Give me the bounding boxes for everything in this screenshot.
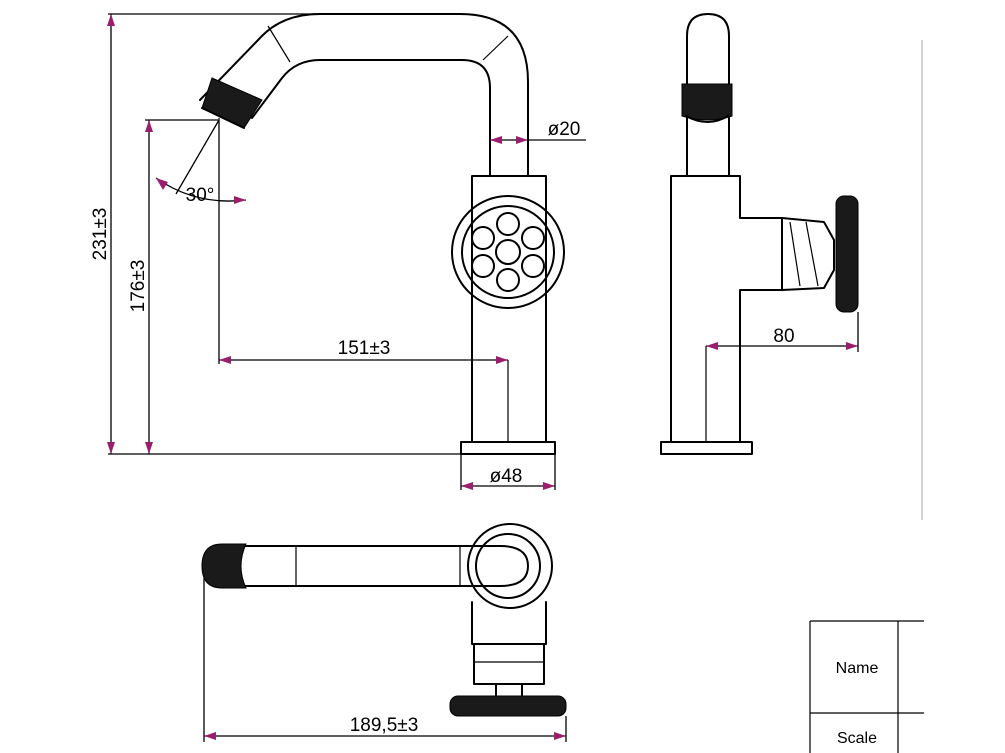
handle-knob-inner	[461, 205, 555, 299]
front-view-dimensions: 231±3 176±3 151±3 30° ø20 ø48	[90, 13, 586, 490]
handle-hole	[471, 254, 495, 278]
dim-top-length-label: 189,5±3	[350, 715, 419, 736]
title-block-scale-label: Scale	[837, 730, 877, 747]
side-handle-stem	[781, 217, 835, 291]
spout-inner-edge	[251, 59, 491, 177]
side-aerator	[681, 83, 733, 121]
spout-outer-edge	[199, 13, 529, 177]
top-stem-collar	[473, 643, 545, 685]
side-view	[660, 13, 859, 455]
top-aerator	[201, 543, 247, 589]
dim-spout-reach-label: 151±3	[338, 338, 391, 359]
side-aerator-opening	[685, 115, 729, 123]
top-body-inner	[475, 533, 541, 599]
side-spout	[686, 13, 730, 177]
dim-spout-diameter-label: ø20	[548, 119, 581, 140]
aerator-tip	[201, 107, 245, 129]
faucet-base	[460, 441, 556, 455]
top-view-dimensions: 189,5±3	[203, 578, 567, 742]
side-base	[660, 441, 753, 455]
dim-handle-offset-label: 80	[773, 326, 794, 347]
side-handle-disc	[835, 195, 859, 313]
title-block: Name Scale	[809, 40, 924, 753]
dim-total-height-label: 231±3	[90, 208, 111, 261]
front-view	[199, 13, 565, 455]
spout-seam-right	[482, 35, 509, 61]
title-block-name-label: Name	[836, 660, 879, 677]
handle-hole	[496, 212, 520, 236]
handle-hole	[521, 254, 545, 278]
spout-seam-left	[267, 25, 291, 63]
top-view	[201, 523, 567, 717]
top-body-outer	[467, 523, 553, 609]
handle-hole-center	[495, 239, 521, 265]
handle-hole	[471, 226, 495, 250]
handle-hole	[521, 226, 545, 250]
top-handle-disc	[449, 695, 567, 717]
dim-spout-angle-label: 30°	[186, 185, 215, 206]
side-view-dimensions: 80	[706, 312, 859, 352]
side-body	[670, 175, 783, 443]
dim-spout-height-label: 176±3	[128, 260, 149, 313]
dim-base-diameter-label: ø48	[490, 466, 523, 487]
handle-knob-outer	[451, 195, 565, 309]
top-spout	[213, 545, 529, 587]
handle-hole	[496, 268, 520, 292]
